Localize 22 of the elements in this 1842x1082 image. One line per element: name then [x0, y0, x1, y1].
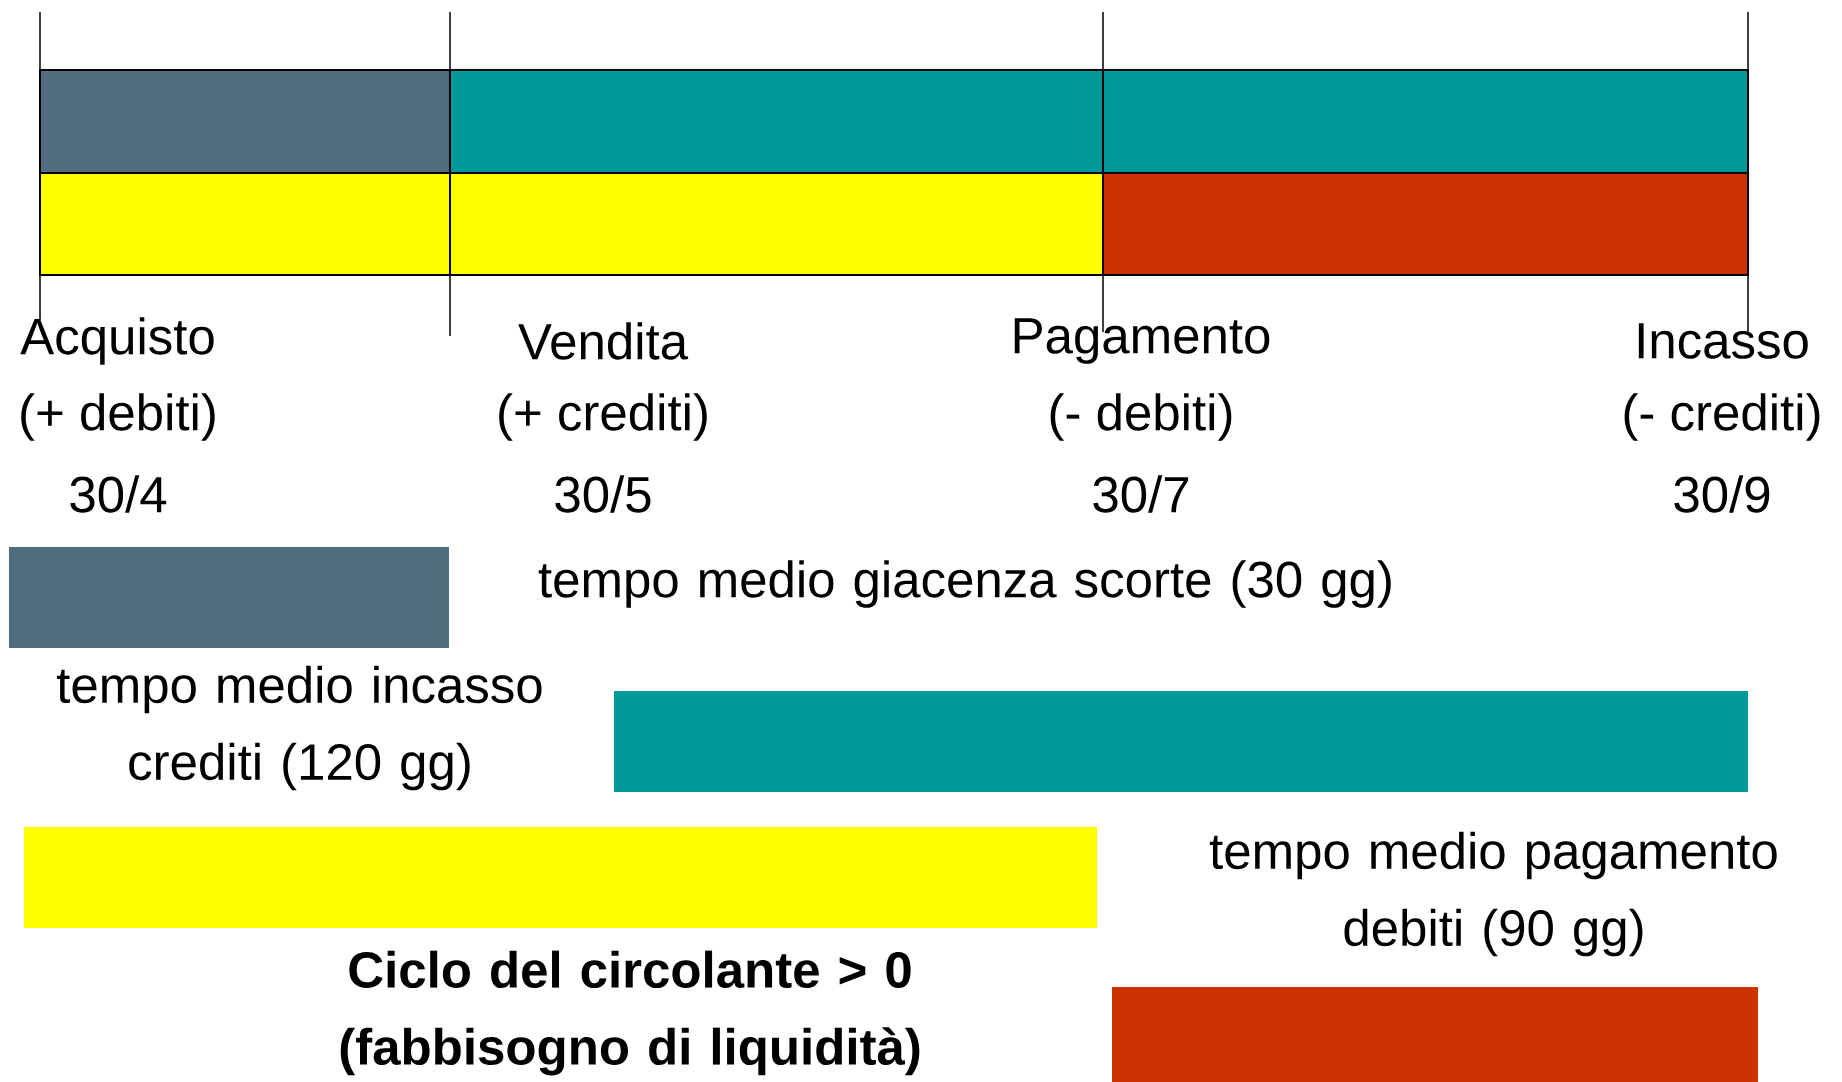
event-effect: (- crediti)	[1624, 393, 1820, 441]
bar-caption: tempo medio incasso crediti (120 gg)	[57, 665, 542, 791]
duration-bar	[614, 691, 1748, 792]
bar-caption: tempo medio giacenza scorte (30 gg)	[538, 560, 1391, 608]
bar-caption: tempo medio pagamento debiti (90 gg)	[1209, 831, 1777, 957]
timeline-cell	[39, 69, 451, 174]
duration-bar	[24, 827, 1097, 928]
timeline-cell	[449, 172, 1104, 276]
event-date: 30/5	[555, 475, 651, 513]
event-name: Pagamento	[1014, 318, 1270, 364]
event-effect: (- debiti)	[1050, 393, 1232, 441]
event-effect: (+ crediti)	[499, 393, 707, 441]
event-date: 30/7	[1093, 475, 1189, 513]
event-name: Vendita	[518, 322, 689, 360]
duration-bar	[9, 547, 449, 648]
timeline-cell	[449, 69, 1104, 174]
timeline-cell	[1102, 172, 1749, 276]
event-effect: (+ debiti)	[21, 393, 215, 441]
timeline-cell	[39, 172, 451, 276]
event-date: 30/9	[1674, 475, 1770, 513]
timeline-cell	[1102, 69, 1749, 174]
duration-bar	[1112, 987, 1758, 1082]
